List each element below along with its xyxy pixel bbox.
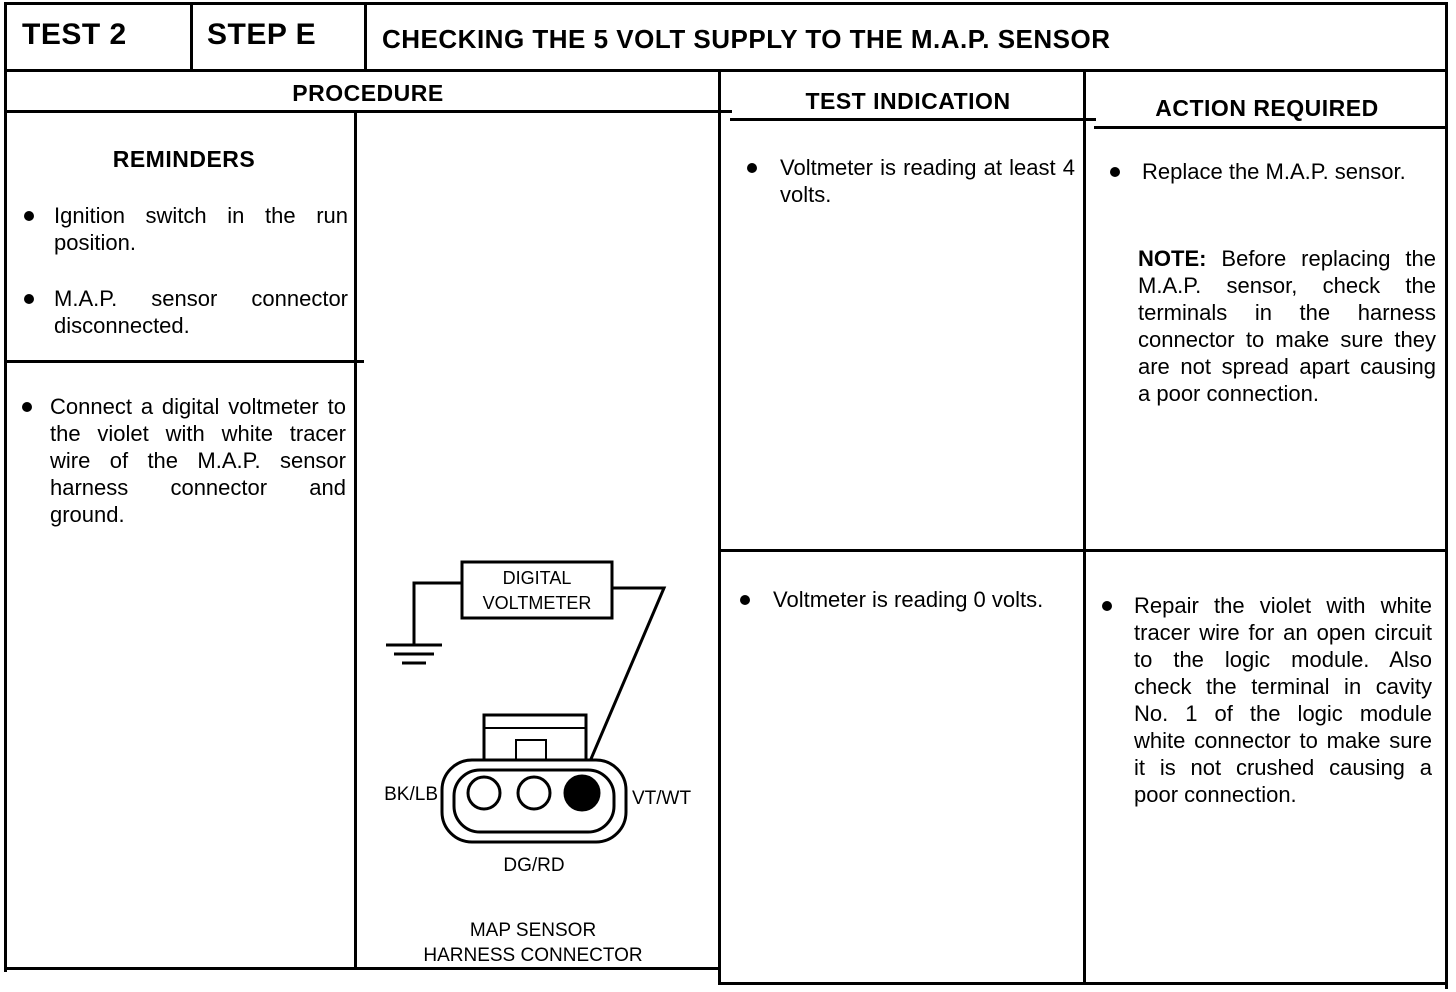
indication-text: Voltmeter is reading at least 4 volts.	[780, 155, 1075, 207]
probe-lead	[580, 586, 667, 781]
divider-title-2	[364, 2, 367, 70]
divider-indication-action	[1083, 72, 1086, 984]
indication-text: Voltmeter is reading 0 volts.	[773, 587, 1044, 612]
divider-procedure-indication	[718, 72, 721, 984]
frame-right	[1445, 2, 1448, 989]
bullet-icon	[747, 163, 757, 173]
cavity-bk-lb	[466, 775, 502, 811]
note-label: NOTE:	[1138, 246, 1207, 271]
pin-label-bottom: DG/RD	[503, 855, 564, 876]
action-text: Repair the violet with white tracer wire…	[1134, 593, 1432, 807]
reminders-bottom	[4, 360, 364, 363]
connector-diagram: DIGITAL VOLTMETER BK/LB VT/WT DG/RD MAP …	[384, 560, 691, 966]
ground-lead	[412, 581, 462, 645]
row-divider	[720, 549, 1448, 552]
title-row-bottom	[4, 69, 1448, 72]
bullet-icon	[1102, 601, 1112, 611]
diagram-caption-2: HARNESS CONNECTOR	[423, 945, 642, 966]
bullet-icon	[24, 211, 34, 221]
voltmeter-box	[460, 560, 614, 620]
procedure-step-text: Connect a digital voltmeter to the viole…	[50, 394, 346, 527]
cavity-dg-rd	[516, 775, 552, 811]
action-text: Replace the M.A.P. sensor.	[1142, 159, 1406, 184]
step-label: STEP E	[207, 18, 317, 51]
bullet-icon	[24, 294, 34, 304]
voltmeter-label-1: DIGITAL	[503, 568, 572, 588]
frame-top	[4, 2, 1448, 5]
reminder-text: Ignition switch in the run position.	[54, 203, 348, 255]
divider-title-1	[190, 2, 193, 70]
action-required-header: ACTION REQUIRED	[1155, 95, 1379, 121]
pin-label-left: BK/LB	[384, 784, 438, 805]
note-text: Before replacing the M.A.P. sensor, chec…	[1138, 246, 1436, 406]
test-indication-header: TEST INDICATION	[805, 88, 1011, 114]
test-number: TEST 2	[22, 18, 127, 51]
page-title: CHECKING THE 5 VOLT SUPPLY TO THE M.A.P.…	[382, 24, 1111, 54]
indication-header-bottom	[730, 118, 1096, 121]
ground-icon	[386, 643, 442, 665]
bullet-icon	[22, 402, 32, 412]
divider-procedure-inner	[354, 110, 357, 970]
reminder-text: M.A.P. sensor connector disconnected.	[54, 286, 348, 338]
frame-bottom	[4, 967, 720, 970]
action-header-bottom	[1094, 126, 1448, 129]
pin-label-right: VT/WT	[632, 788, 691, 809]
cavity-vt-wt	[563, 774, 601, 812]
procedure-header-bottom	[4, 110, 732, 113]
frame-left	[4, 2, 7, 972]
reminders-title: REMINDERS	[112, 146, 256, 172]
voltmeter-label-2: VOLTMETER	[483, 593, 592, 613]
procedure-header: PROCEDURE	[292, 80, 444, 106]
bullet-icon	[1110, 167, 1120, 177]
action-note: NOTE: Before replacing the M.A.P. sensor…	[1138, 245, 1436, 407]
bullet-icon	[740, 595, 750, 605]
diagram-caption-1: MAP SENSOR	[470, 920, 596, 941]
